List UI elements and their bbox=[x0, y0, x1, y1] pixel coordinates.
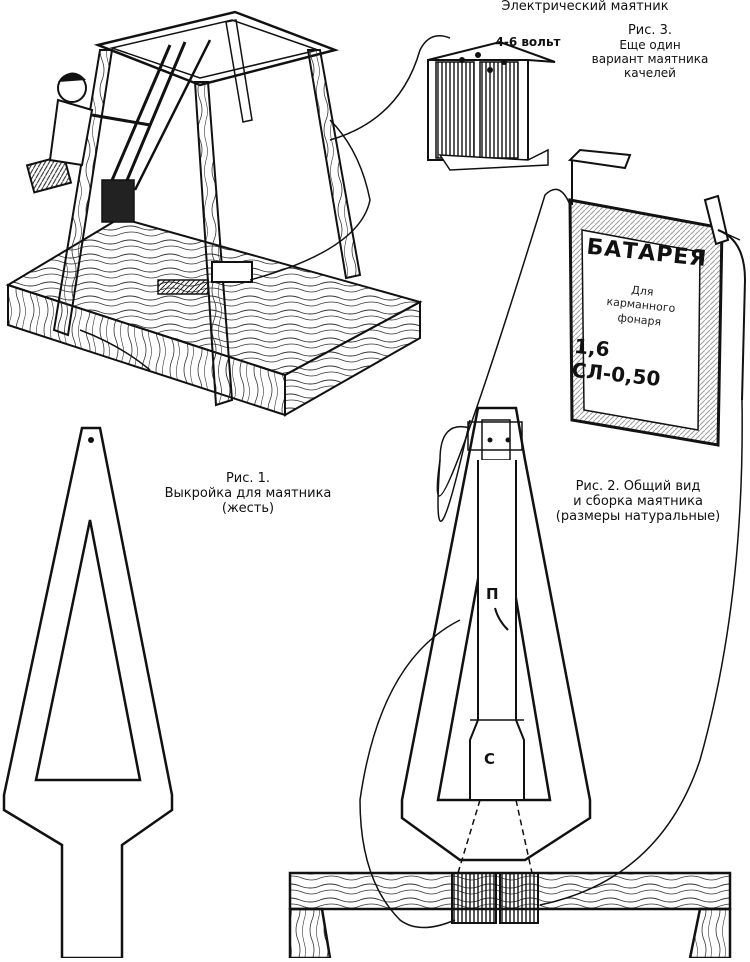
battery-subtitle: Для карманного фонаря bbox=[589, 279, 693, 332]
fig2-line1: Рис. 2. Общий вид bbox=[575, 479, 701, 494]
fig1-line2: (жесть) bbox=[221, 500, 275, 516]
battery-model: 1,6 СЛ-0,50 bbox=[570, 333, 662, 391]
fig1-title: Рис. 1. bbox=[225, 471, 271, 486]
voltage-label: 4-6 вольт bbox=[495, 35, 561, 49]
fig3-line3: качелей bbox=[624, 65, 676, 80]
fig1-line1: Выкройка для маятника bbox=[164, 485, 332, 501]
fig2-line3: (размеры натуральные) bbox=[555, 508, 721, 524]
fig3-title: Рис. 3. bbox=[627, 23, 673, 38]
main-title: Электрический маятник bbox=[501, 0, 669, 14]
fig2-line2: и сборка маятника bbox=[573, 493, 703, 509]
fig2-caption: Рис. 2. Общий вид и сборка маятника (раз… bbox=[520, 479, 750, 525]
fig3-swing-drawing bbox=[5, 10, 451, 417]
transformer-drawing bbox=[427, 40, 556, 171]
letter-c-label: С bbox=[484, 750, 496, 768]
fig3-line2: вариант маятника bbox=[591, 51, 709, 66]
fig3-caption: Рис. 3. Еще один вариант маятника качеле… bbox=[580, 23, 720, 80]
battery-drawing bbox=[567, 148, 747, 447]
fig3-line1: Еще один bbox=[619, 37, 681, 52]
fig2-assembly-drawing bbox=[288, 188, 743, 960]
fig1-caption: Рис. 1. Выкройка для маятника (жесть) bbox=[118, 471, 378, 517]
letter-p-label: П bbox=[486, 585, 499, 603]
battery-label: БАТАРЕЯ Для карманного фонаря 1,6 СЛ-0,5… bbox=[566, 230, 709, 417]
